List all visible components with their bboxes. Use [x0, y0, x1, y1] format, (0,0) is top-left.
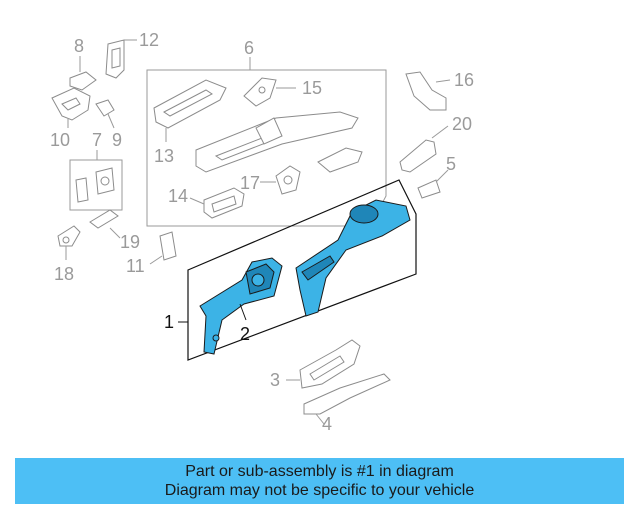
callout-6: 6 [244, 38, 254, 58]
parts-diagram: 6 1 12 8 10 9 7 19 1 [50, 30, 474, 434]
part-18-bracket [57, 225, 81, 247]
callout-18: 18 [54, 264, 74, 284]
callout-12: 12 [139, 30, 159, 50]
part-15-bracket [243, 77, 277, 107]
callout-15: 15 [302, 78, 322, 98]
part-6-crossmember [317, 147, 363, 173]
callout-19: 19 [120, 232, 140, 252]
part-14-support [203, 187, 245, 219]
part-17-bracket [275, 165, 301, 195]
callout-1: 1 [164, 312, 174, 332]
part-20-bracket [399, 139, 437, 173]
callout-20: 20 [452, 114, 472, 134]
group-1-box [187, 179, 417, 361]
part-3-reinforcement [299, 339, 361, 389]
part-4-extension [303, 373, 391, 415]
callout-3: 3 [270, 370, 280, 390]
part-13-rail [153, 79, 227, 129]
callout-13: 13 [154, 146, 174, 166]
callout-4: 4 [322, 414, 332, 434]
part-1-rail-right [295, 199, 411, 317]
part-19-plate [89, 209, 119, 229]
part-8-clip [69, 71, 97, 91]
callout-17: 17 [240, 173, 260, 193]
callout-8: 8 [74, 36, 84, 56]
callout-16: 16 [454, 70, 474, 90]
callout-9: 9 [112, 130, 122, 150]
banner-line-2: Diagram may not be specific to your vehi… [164, 482, 475, 499]
callout-11: 11 [126, 256, 145, 276]
part-6-rail-assembly [195, 111, 359, 173]
part-10-bracket [51, 87, 91, 121]
part-12-bracket [105, 39, 125, 79]
part-16-bracket [405, 71, 447, 111]
part-11-bracket [159, 231, 177, 261]
callout-10: 10 [50, 130, 70, 150]
info-banner: Part or sub-assembly is #1 in diagram Di… [15, 458, 624, 504]
callout-5: 5 [446, 154, 456, 174]
part-5-plate [417, 179, 441, 199]
callout-14: 14 [168, 186, 188, 206]
group-7-box [69, 159, 123, 211]
banner-line-1: Part or sub-assembly is #1 in diagram [185, 463, 454, 480]
callout-7: 7 [92, 130, 102, 150]
part-7-nut [75, 167, 115, 203]
callout-2: 2 [240, 324, 250, 344]
part-9-clip [95, 99, 115, 117]
